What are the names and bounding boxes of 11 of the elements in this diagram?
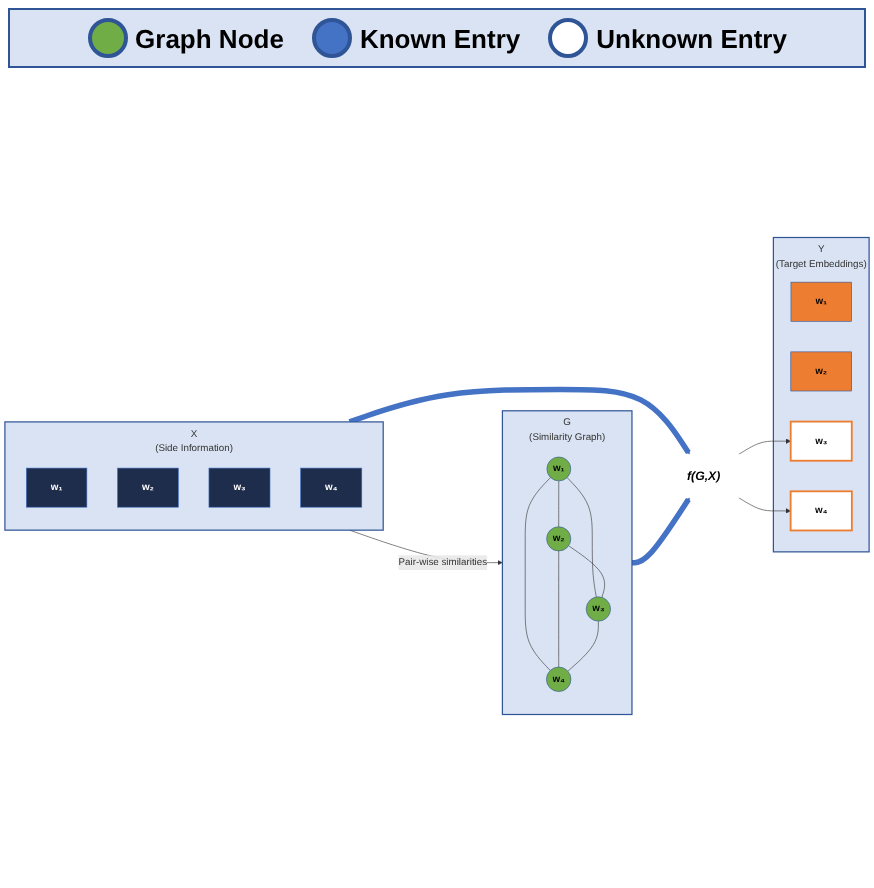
- connector: [568, 545, 605, 598]
- legend-label: Known Entry: [359, 23, 521, 53]
- connector: [566, 477, 597, 598]
- arrow: [631, 497, 691, 566]
- legend-label: Graph Node: [135, 23, 284, 53]
- arrow: [348, 386, 691, 455]
- legend-label: Unknown Entry: [596, 23, 787, 53]
- connector: [524, 477, 551, 671]
- connector: [558, 550, 559, 668]
- connector: [558, 480, 560, 528]
- connector: [567, 620, 599, 672]
